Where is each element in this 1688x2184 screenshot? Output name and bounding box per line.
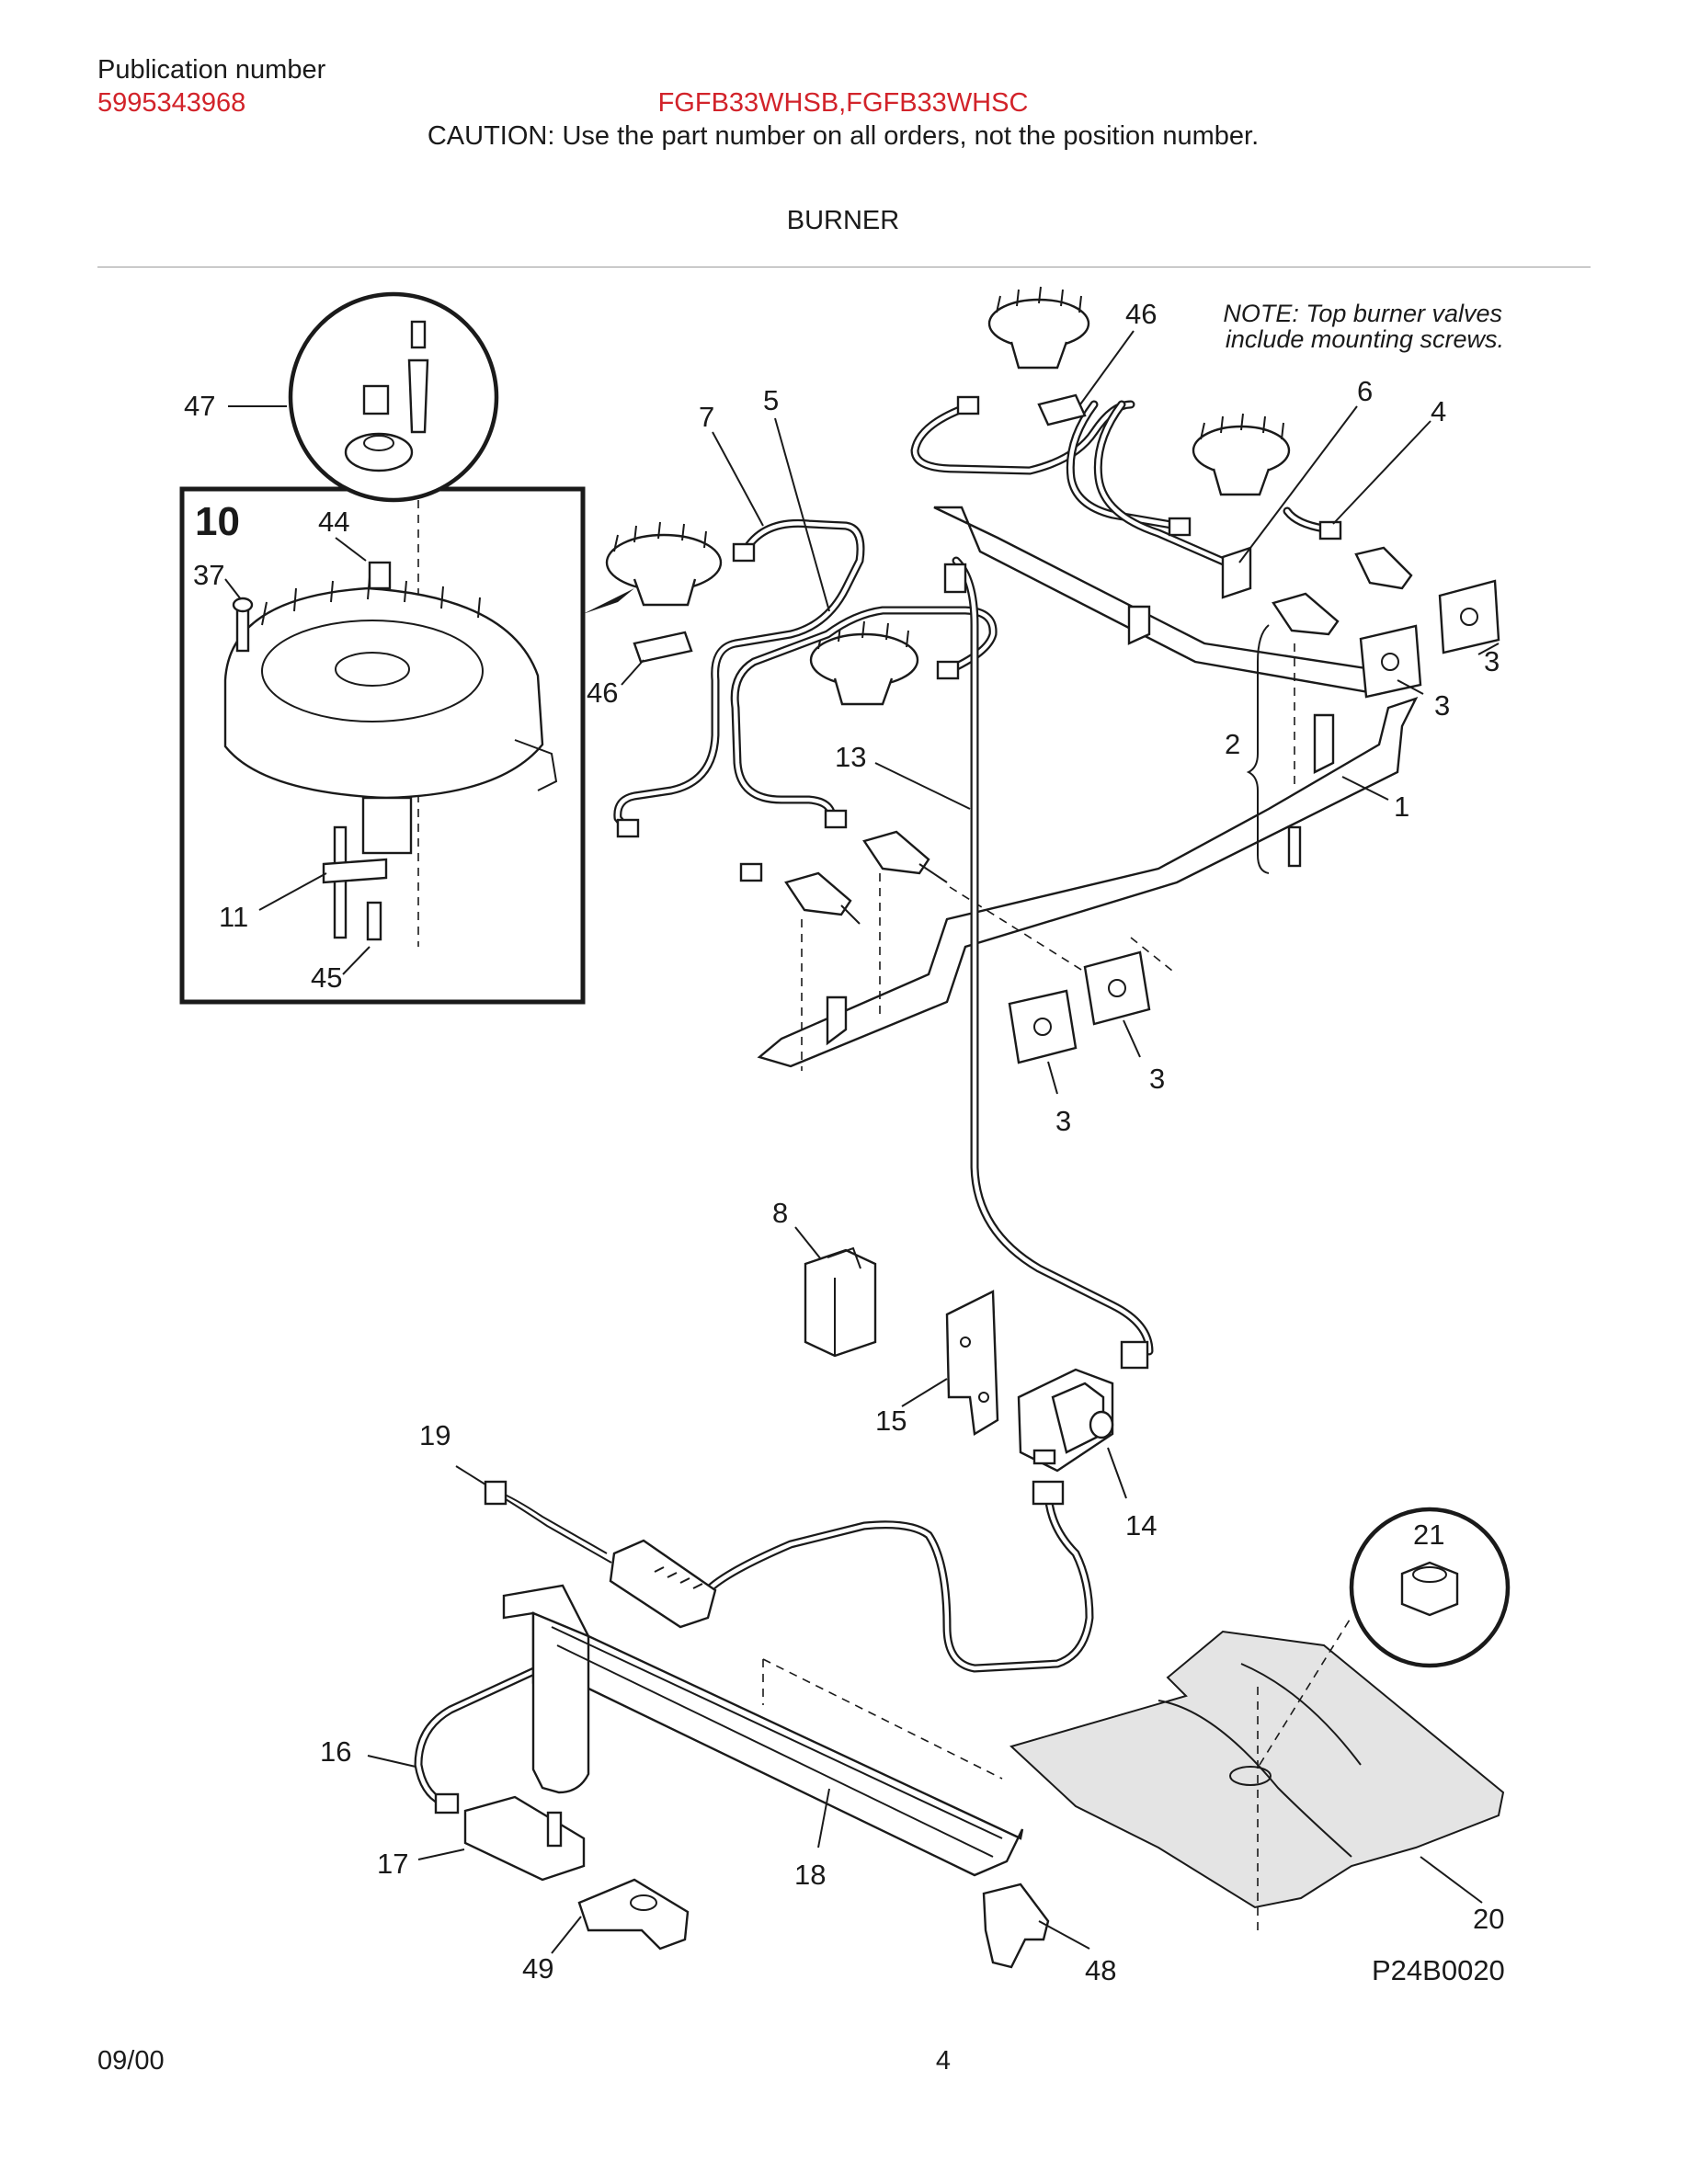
figure-code: P24B0020 — [1372, 1954, 1505, 1986]
callout-48: 48 — [1085, 1954, 1116, 1986]
screw-45 — [366, 901, 382, 941]
gas-tubes-rear — [910, 400, 1329, 570]
callout-19: 19 — [419, 1419, 451, 1451]
callout-8: 8 — [772, 1197, 788, 1229]
callout-labels: 47 44 37 11 45 7 5 46 13 46 6 4 2 1 3 3 … — [184, 298, 1505, 1986]
oven-tube-16 — [414, 1650, 575, 1814]
clip-48 — [982, 1883, 1050, 1969]
clip-46-top — [1037, 393, 1087, 427]
nut-detail — [362, 384, 390, 415]
callout-18: 18 — [794, 1859, 826, 1891]
callout-3-c: 3 — [1149, 1063, 1165, 1095]
igniter-19 — [484, 1480, 717, 1629]
callout-3-d: 3 — [1055, 1105, 1071, 1137]
gas-tube-5 — [730, 606, 998, 823]
footer-date: 09/00 — [97, 2046, 165, 2076]
callout-4: 4 — [1431, 395, 1446, 427]
burner-valves — [784, 546, 1413, 925]
spacer-ring-detail — [344, 432, 414, 472]
part-8-block — [804, 1246, 877, 1358]
bracket-2-brace — [1246, 624, 1270, 874]
detail-circle-47 — [288, 291, 499, 503]
gas-tube-7 — [613, 518, 865, 832]
callout-7: 7 — [699, 401, 714, 433]
callout-16: 16 — [320, 1735, 351, 1768]
page-number: 4 — [935, 2046, 952, 2076]
model-numbers: FGFB33WHSB,FGFB33WHSC — [657, 88, 1029, 118]
bracket-15 — [945, 1290, 999, 1436]
orifice-holder-17 — [463, 1795, 586, 1882]
flame-spreader-20 — [1009, 1630, 1505, 1909]
burner-head-center — [809, 620, 919, 706]
burner-throat — [361, 796, 413, 855]
clip-46-left — [633, 631, 693, 664]
callout-15: 15 — [875, 1405, 907, 1437]
callout-leaders — [224, 330, 1500, 1954]
callout-37: 37 — [193, 559, 224, 591]
callout-2: 2 — [1225, 728, 1240, 760]
callout-44: 44 — [318, 506, 349, 538]
callout-13: 13 — [835, 741, 866, 773]
tab-clip-detail — [407, 358, 429, 434]
callout-21: 21 — [1413, 1519, 1444, 1551]
bracket-49 — [577, 1878, 690, 1951]
burner-base — [223, 586, 544, 800]
note-line-2: include mounting screws. — [1226, 325, 1504, 353]
screw-detail — [410, 320, 427, 349]
callout-49: 49 — [522, 1952, 553, 1985]
callout-46-left: 46 — [587, 677, 618, 709]
burner-head-rear-left — [987, 286, 1090, 370]
inset-number: 10 — [195, 499, 240, 544]
callout-45: 45 — [311, 961, 342, 994]
callout-11: 11 — [219, 901, 248, 933]
callout-20: 20 — [1473, 1903, 1504, 1935]
screw-37 — [235, 605, 250, 653]
oven-gas-tube — [703, 1480, 1094, 1673]
screw-2 — [1287, 825, 1302, 868]
burner-head-rear-right — [1192, 413, 1291, 496]
publication-label: Publication number — [97, 55, 326, 85]
supply-tube-13 — [943, 556, 1154, 1370]
oven-burner-18 — [502, 1584, 1024, 1877]
burner-head-top-left — [605, 521, 723, 607]
hex-nut-21 — [1400, 1561, 1459, 1617]
caution-text: CAUTION: Use the part number on all orde… — [427, 121, 1260, 151]
callout-14: 14 — [1125, 1509, 1157, 1541]
note-line-1: NOTE: Top burner valves — [1223, 300, 1502, 327]
callout-47: 47 — [184, 390, 215, 422]
callout-46-top: 46 — [1125, 298, 1157, 330]
callout-5: 5 — [763, 384, 779, 416]
gasket-plates-3 — [1008, 546, 1500, 1064]
section-title: BURNER — [786, 206, 900, 235]
regulator-14 — [1017, 1368, 1114, 1473]
callout-17: 17 — [377, 1848, 408, 1880]
publication-number: 5995343968 — [97, 88, 246, 118]
screw-44 — [368, 561, 392, 590]
callout-3-a: 3 — [1484, 645, 1500, 677]
callout-1: 1 — [1394, 791, 1409, 823]
callout-6: 6 — [1357, 375, 1373, 407]
callout-3-b: 3 — [1434, 689, 1450, 722]
